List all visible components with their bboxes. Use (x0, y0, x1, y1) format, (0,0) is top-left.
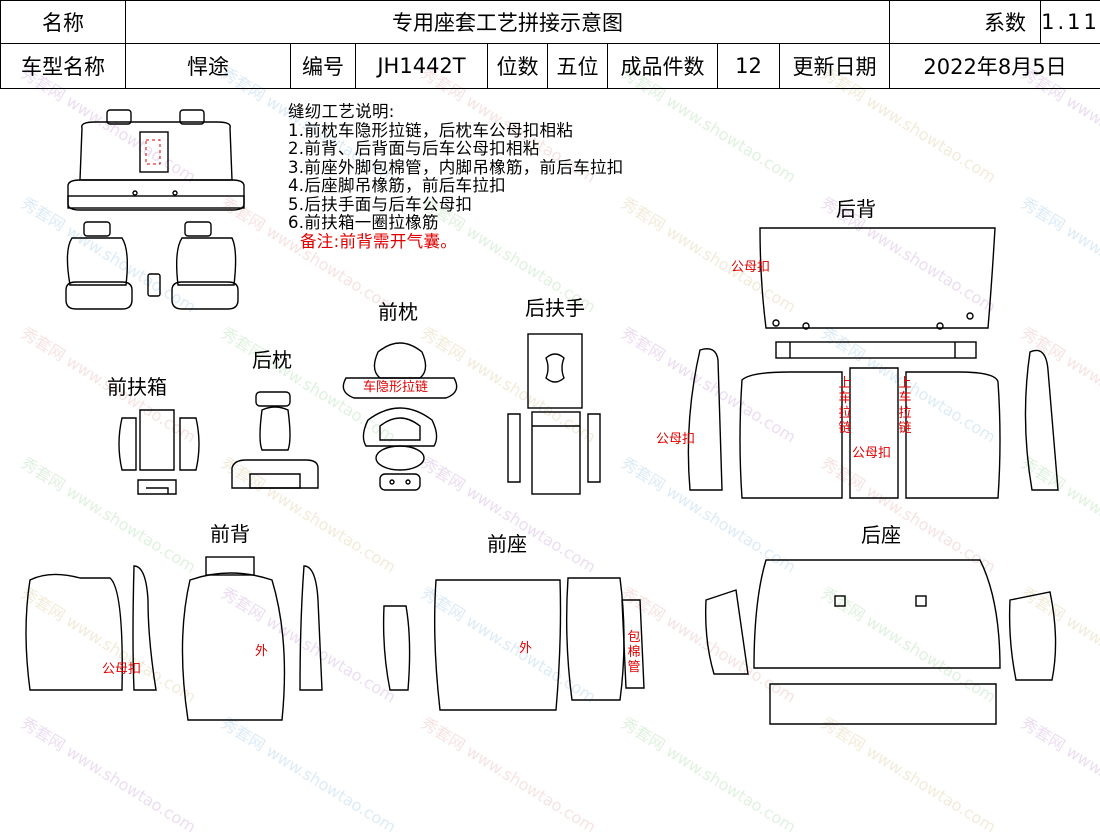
annotation-cotton-tube: 包棉管 (627, 630, 641, 675)
annotation-snap: 公母扣 (731, 256, 770, 275)
rear-seat-patterns (706, 560, 1056, 724)
annotation-snap: 公母扣 (656, 428, 695, 447)
pattern-diagram (0, 0, 1100, 734)
front-back-patterns (26, 557, 322, 720)
annotation-snap: 公母扣 (102, 658, 141, 677)
annotation-hidden-zipper: 车隐形拉链 (363, 376, 428, 395)
label-front-back: 前背 (210, 518, 250, 547)
rear-headrest-patterns (232, 392, 318, 488)
annotation-outer: 外 (255, 640, 268, 659)
label-rear-armrest: 后扶手 (525, 292, 585, 321)
rear-armrest-patterns (508, 334, 600, 494)
annotation-snap: 公母扣 (852, 442, 891, 461)
annotation-zipper: 上车拉链 (838, 376, 852, 436)
seat-overview-illustration (66, 110, 244, 309)
front-headrest-patterns (343, 343, 456, 490)
annotation-zipper: 上车拉链 (898, 376, 912, 436)
front-seat-patterns (384, 578, 644, 710)
label-front-seat: 前座 (487, 528, 527, 557)
label-rear-headrest: 后枕 (252, 344, 292, 373)
label-front-headrest: 前枕 (378, 296, 418, 325)
annotation-outer: 外 (519, 637, 532, 656)
label-front-armbox: 前扶箱 (107, 371, 167, 400)
label-rear-back: 后背 (836, 193, 876, 222)
label-rear-seat: 后座 (861, 519, 901, 548)
front-armbox-patterns (119, 410, 199, 494)
